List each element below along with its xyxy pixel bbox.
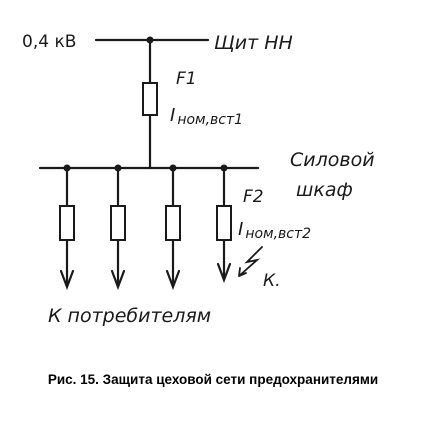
fuse-f1: [142, 82, 158, 116]
arrow-1: [59, 269, 75, 291]
cabinet-label-line2: шкаф: [296, 179, 353, 201]
junction-4: [220, 164, 228, 172]
fuse2-rating-sub: ном,вст2: [245, 226, 311, 242]
junction-2: [114, 164, 122, 172]
fuse-branch-2: [110, 205, 126, 241]
fuse2-rating-main: I: [238, 219, 243, 240]
fuse-branch-3: [165, 205, 181, 241]
arrow-4: [216, 262, 232, 284]
consumers-label: К потребителям: [48, 305, 211, 327]
source-voltage-label: 0,4 кВ: [22, 32, 76, 52]
fault-symbol: [238, 246, 263, 277]
panel-label: Щит НН: [214, 32, 293, 54]
junction-3: [169, 164, 177, 172]
fuse-f2: [216, 205, 232, 241]
junction-top: [146, 36, 154, 44]
junction-1: [63, 164, 71, 172]
arrow-2: [110, 269, 126, 291]
fuse1-rating-main: I: [170, 105, 175, 126]
fuse2-id: F2: [243, 187, 264, 207]
figure-caption: Рис. 15. Защита цеховой сети предохранит…: [47, 372, 379, 387]
arrow-3: [165, 269, 181, 291]
fault-label: К.: [263, 271, 280, 291]
fuse-branch-1: [59, 205, 75, 241]
cabinet-label-line1: Силовой: [290, 149, 375, 171]
fuse1-id: F1: [176, 69, 197, 89]
fuse1-rating-sub: ном,вст1: [177, 112, 243, 128]
